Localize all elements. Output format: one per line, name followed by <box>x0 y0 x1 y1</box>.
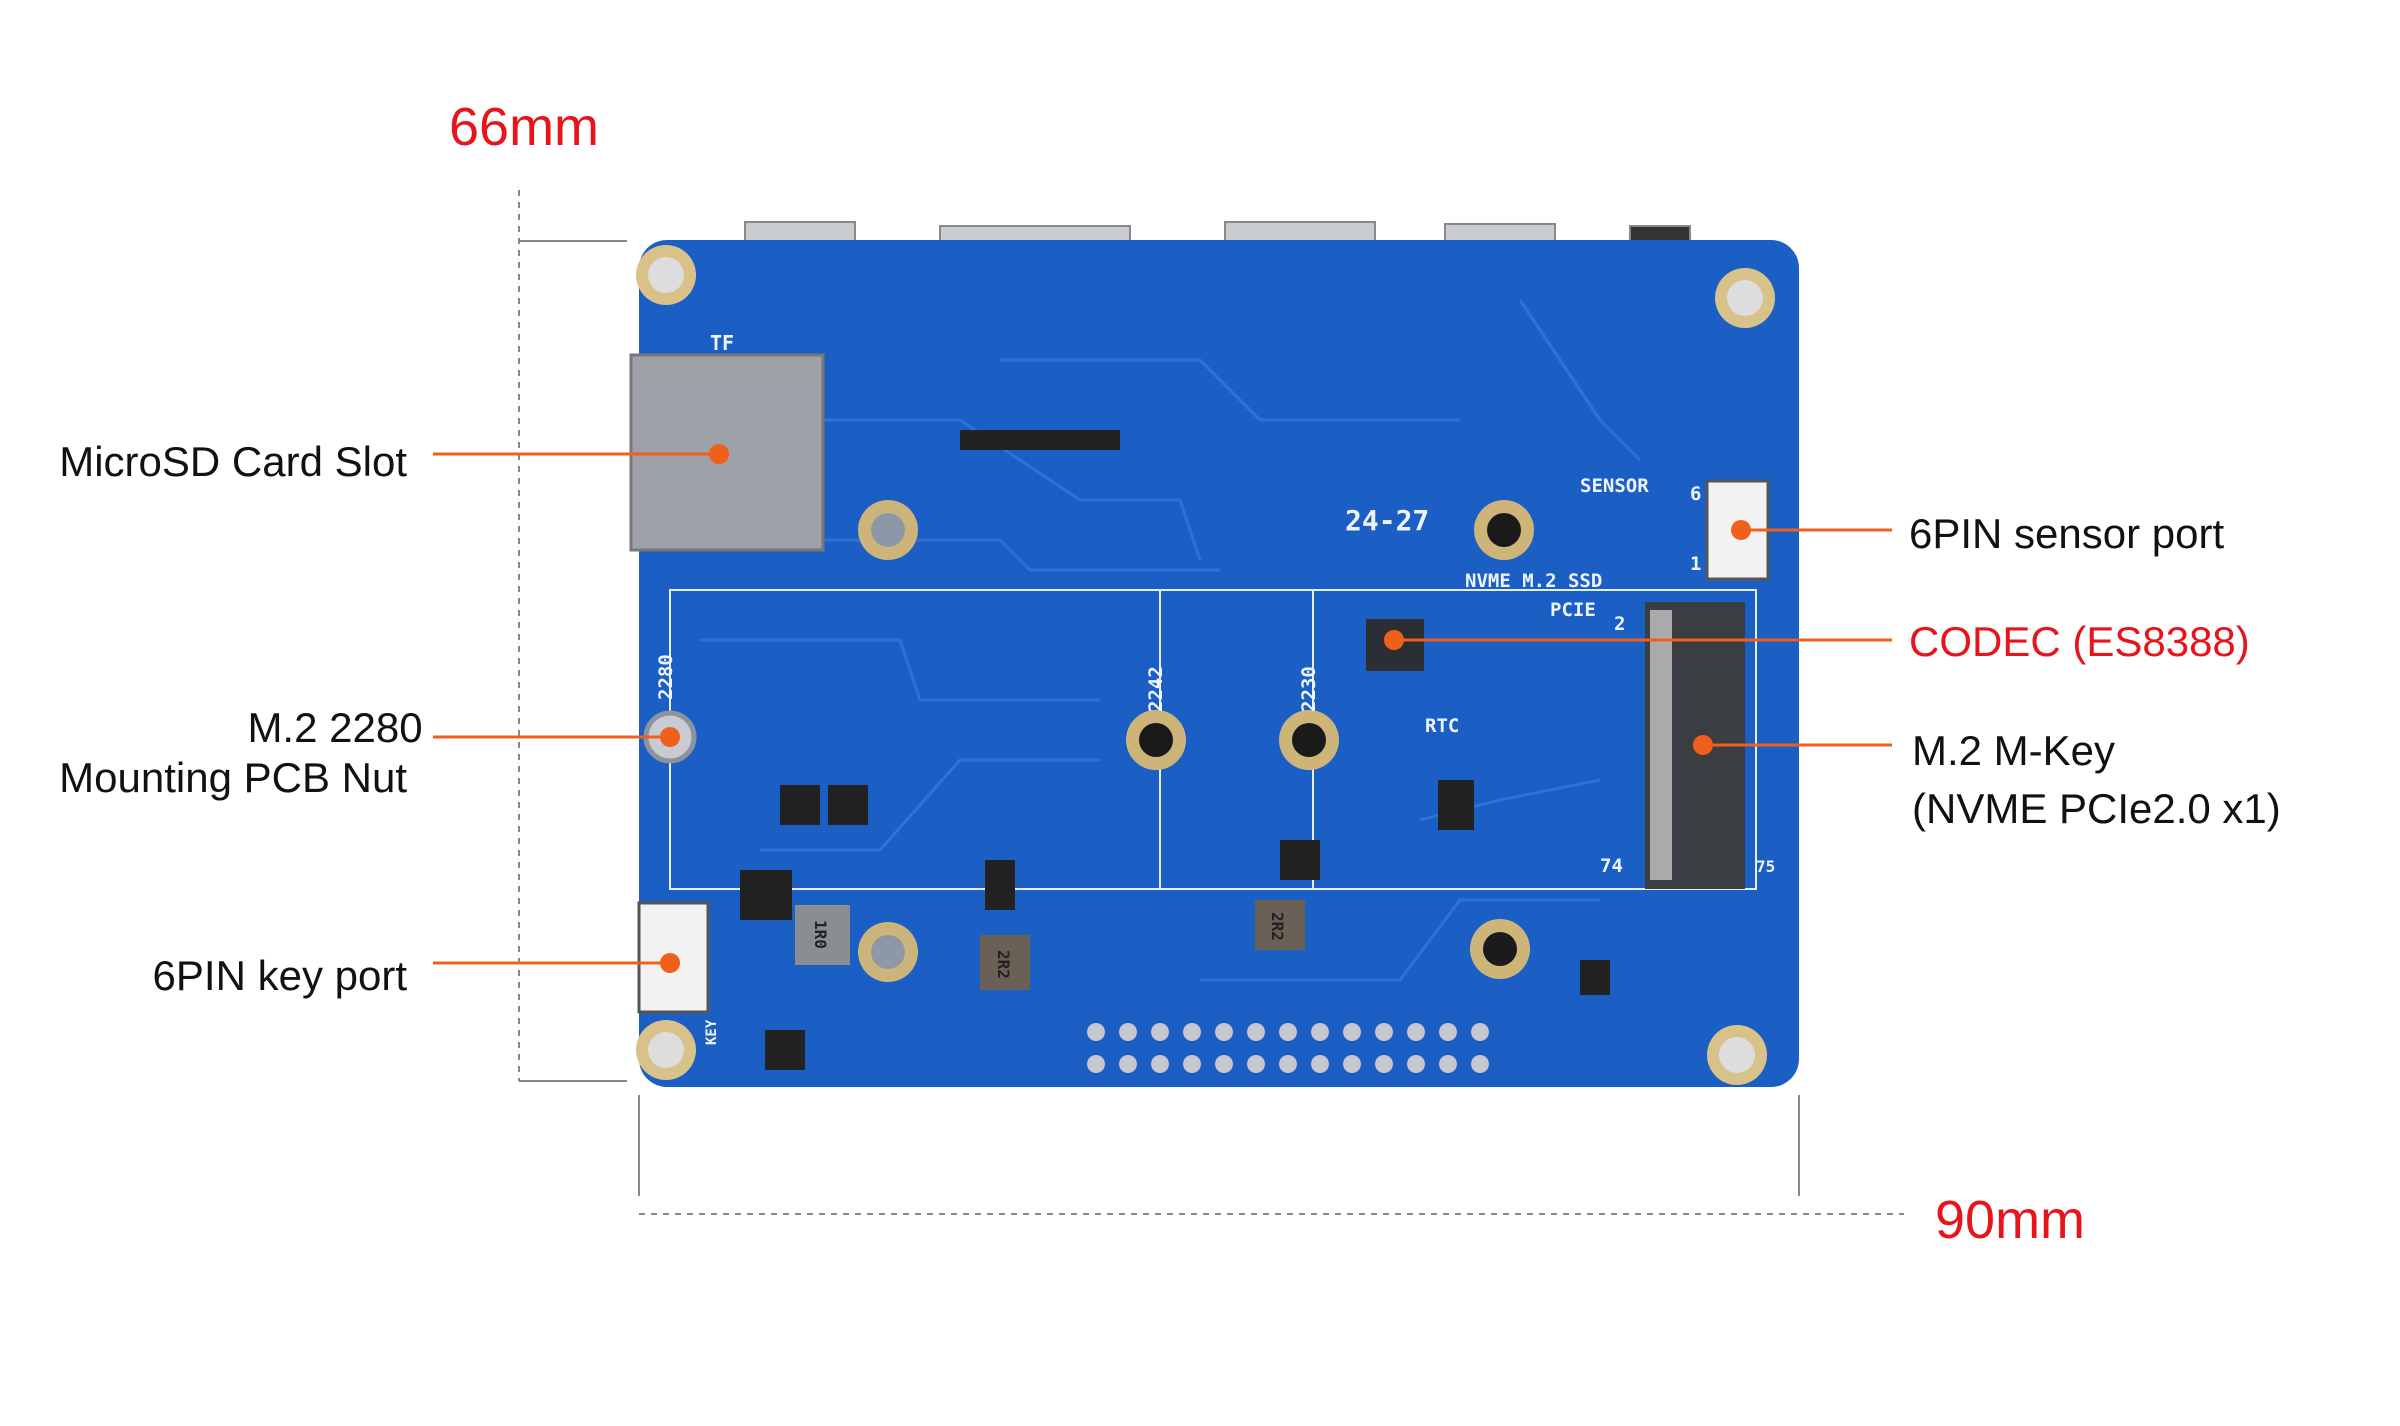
callout-sensor-port: 6PIN sensor port <box>1909 510 2224 557</box>
pcb-board <box>639 240 1799 1087</box>
silk-tf: TF <box>710 331 734 355</box>
callout-m2-key-line2: (NVME PCIe2.0 x1) <box>1912 785 2281 832</box>
ic-chips <box>740 430 1610 1070</box>
width-dimension <box>638 1095 1904 1215</box>
silk-inductor-2: 2R2 <box>994 950 1013 979</box>
m2-connector-pins <box>1650 610 1672 880</box>
callout-microsd: MicroSD Card Slot <box>59 438 407 485</box>
silk-pcie: PCIE <box>1550 599 1596 621</box>
callout-lines <box>433 452 1892 965</box>
silk-2242: 2242 <box>1145 666 1167 712</box>
inductors <box>795 900 1305 990</box>
silk-rtc: RTC <box>1425 715 1459 737</box>
silk-2280: 2280 <box>655 654 677 700</box>
height-label: 66mm <box>449 97 599 157</box>
silk-pin2: 2 <box>1614 613 1625 635</box>
silk-pin6: 6 <box>1690 483 1701 505</box>
mounting-holes <box>636 245 1775 1085</box>
gpio-header <box>1087 1023 1489 1073</box>
callout-dots <box>660 444 1751 973</box>
silk-2230: 2230 <box>1298 666 1320 712</box>
silk-pin75: 75 <box>1756 857 1775 876</box>
silk-nvme: NVME M.2 SSD <box>1465 570 1602 592</box>
callout-key-port: 6PIN key port <box>153 952 408 999</box>
callout-m2-nut-line2: Mounting PCB Nut <box>59 754 407 801</box>
callout-m2-nut-line1: M.2 2280 <box>247 704 422 751</box>
silk-inductor-1: 1R0 <box>811 920 830 949</box>
callout-codec: CODEC (ES8388) <box>1909 618 2250 665</box>
width-label: 90mm <box>1935 1190 2085 1250</box>
silk-pin1: 1 <box>1690 553 1701 575</box>
silk-date-code: 24-27 <box>1345 504 1429 537</box>
silk-inductor-3: 2R2 <box>1268 912 1287 941</box>
silk-key: KEY <box>704 1019 720 1045</box>
callout-m2-key-line1: M.2 M-Key <box>1912 727 2115 774</box>
height-dimension <box>518 190 627 1082</box>
silk-sensor: SENSOR <box>1580 475 1649 497</box>
silk-pin74: 74 <box>1600 855 1623 877</box>
